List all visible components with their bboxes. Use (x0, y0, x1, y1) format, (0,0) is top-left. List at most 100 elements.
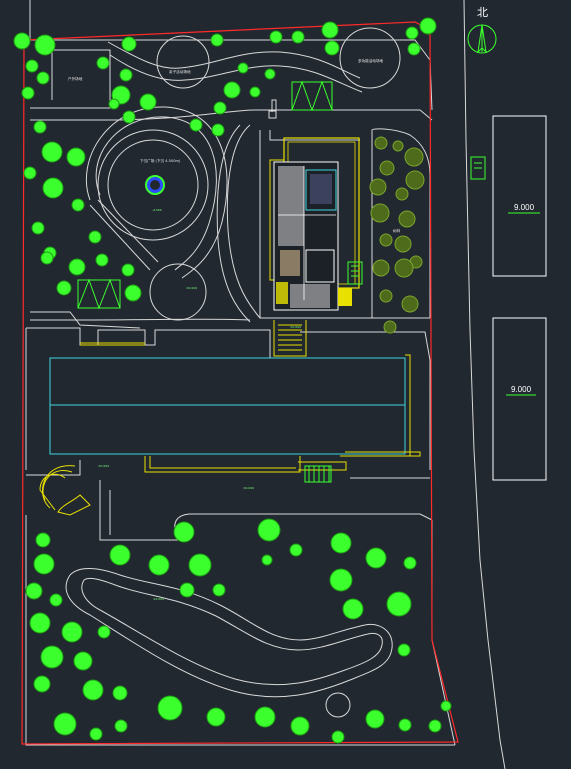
north-label: 北 (477, 6, 488, 19)
tree-icon (82, 679, 104, 701)
elev-mark: ±0.000 (98, 464, 109, 468)
tree-icon (395, 187, 409, 201)
tree-icon (121, 263, 135, 277)
plaza-label: 下沉广场 (下沉 4.500m) (140, 158, 181, 163)
tree-icon (13, 32, 31, 50)
building-east-top-elevation: 9.000 (514, 203, 535, 212)
tree-icon (188, 553, 212, 577)
elev-mark: ±0.000 (243, 486, 254, 490)
tree-icon (212, 583, 226, 597)
tree-icon (114, 719, 128, 733)
tree-icon (33, 553, 55, 575)
tree-icon (289, 543, 303, 557)
tree-icon (189, 118, 203, 132)
tree-icon (119, 68, 133, 82)
tree-icon (342, 598, 364, 620)
tree-icon (95, 253, 109, 267)
sunken-plaza-center (145, 175, 165, 195)
tree-icon (97, 625, 111, 639)
tree-icon (394, 258, 414, 278)
tree-icon (419, 17, 437, 35)
tree-icon (29, 612, 51, 634)
building-east-top (492, 115, 547, 277)
tree-icon (108, 98, 120, 110)
tree-icon (398, 210, 416, 228)
site-boundary (21, 21, 459, 745)
tree-icon (264, 68, 276, 80)
tree-icon (392, 140, 404, 152)
area-label-n1: 亲子活动场地 (169, 69, 191, 74)
tree-icon (173, 521, 195, 543)
building-east-bottom-elevation: 9.000 (511, 385, 532, 394)
tree-icon (383, 320, 397, 334)
tree-icon (33, 120, 47, 134)
tree-icon (379, 160, 395, 176)
area-label-nw: 户外场地 (68, 76, 83, 81)
tree-icon (403, 556, 417, 570)
tree-icon (386, 591, 412, 617)
main-building-yellow-edges (80, 320, 421, 473)
north-arrow: 北 (467, 6, 497, 54)
tree-icon (291, 30, 305, 44)
tree-icon (370, 203, 390, 223)
tree-icon (40, 645, 64, 669)
tree-icon (369, 178, 387, 196)
tree-icon (88, 230, 102, 244)
tree-icon (124, 284, 142, 302)
tree-icon (42, 177, 64, 199)
tree-icon (68, 258, 86, 276)
tree-icon (109, 544, 131, 566)
tree-icon (139, 93, 157, 111)
tree-icon (379, 233, 393, 247)
tree-icon (33, 675, 51, 693)
elevation-marks: -4.500 ±0.000 ±0.000 ±0.000 ±0.000 ±0.00… (98, 208, 301, 601)
tree-icon (405, 26, 419, 40)
tree-icon (34, 34, 56, 56)
tree-icon (121, 36, 137, 52)
tree-icon (249, 86, 261, 98)
main-building (49, 357, 406, 455)
tree-icon (374, 136, 388, 150)
tree-icon (53, 712, 77, 736)
tree-icon (269, 30, 283, 44)
tree-icon (330, 532, 352, 554)
tree-icon (41, 141, 63, 163)
tree-icon (440, 700, 452, 712)
area-label-n2: 多功能活动场地 (358, 58, 384, 63)
tree-icon (331, 730, 345, 744)
tree-icon (66, 147, 86, 167)
tree-icon (179, 582, 195, 598)
tree-icon (36, 71, 50, 85)
tree-icon (329, 568, 353, 592)
north-building (269, 137, 363, 311)
tree-icon (206, 707, 226, 727)
green-stair (304, 465, 332, 483)
tree-icon (428, 719, 442, 733)
tree-icon (71, 198, 85, 212)
tree-icon (397, 643, 411, 657)
tree-icon (112, 685, 128, 701)
tree-icon (89, 727, 103, 741)
tree-icon (407, 42, 421, 56)
tree-icon (61, 621, 83, 643)
tree-icon (157, 695, 183, 721)
tree-icon (148, 554, 170, 576)
elev-mark: ±0.000 (186, 286, 197, 290)
tree-icon (404, 147, 424, 167)
tree-icon (379, 289, 393, 303)
tree-icon (398, 718, 412, 732)
tree-icon (40, 251, 54, 265)
tree-icon (372, 259, 390, 277)
zigzag-ramps (77, 80, 333, 310)
tree-icon (21, 86, 35, 100)
tree-icon (365, 709, 385, 729)
tree-icon (23, 166, 37, 180)
tree-icon (257, 518, 281, 542)
tree-icon (211, 123, 225, 137)
tree-icon (321, 21, 339, 39)
tree-icon (210, 33, 224, 47)
tree-icon (223, 81, 241, 99)
tree-icon (31, 221, 45, 235)
spiral-stair (39, 465, 91, 516)
